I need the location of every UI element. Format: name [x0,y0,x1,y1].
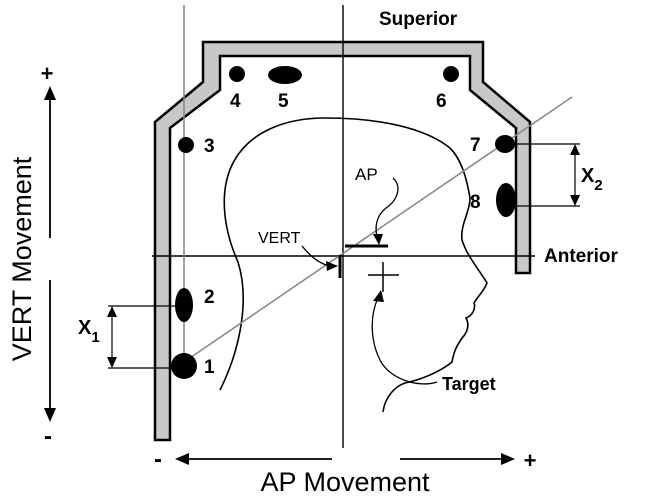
vert-plus-sign: + [41,61,54,86]
ap-minus-sign: - [154,446,162,473]
x1-label: X1 [78,317,100,346]
vert-minus-sign: - [44,423,52,450]
ap-movement-axis-arrow [175,453,515,465]
fiducial-8-marker [496,183,516,217]
ap-plus-sign: + [524,448,537,473]
vert-movement-label: VERT Movement [7,156,37,361]
fiducial-5-marker [268,66,302,84]
fiducial-6-label: 6 [436,91,447,112]
x2-label: X2 [581,165,603,194]
frame [153,40,532,442]
ap-callout-arrow [375,177,399,241]
gray-diagonal-line [183,96,573,363]
ap-movement-label: AP Movement [260,467,430,497]
fiducial-4-marker [229,66,245,82]
target-callout-arrowhead [373,290,384,302]
fiducial-6-marker [443,66,459,82]
ap-marker-label: AP [355,165,378,184]
fiducial-2-label: 2 [204,287,215,308]
fiducial-3-label: 3 [204,136,215,157]
fiducial-1-marker [171,353,197,379]
vert-callout-arrowhead [326,261,338,271]
fiducial-8-label: 8 [470,192,481,213]
head-outline [219,117,488,413]
anterior-label: Anterior [544,246,619,267]
target-callout-arrow [371,297,438,385]
fiducial-1-label: 1 [204,357,215,378]
vert-marker-label: VERT [258,230,301,247]
fiducial-5-label: 5 [278,91,289,112]
ap-callout-arrowhead [373,234,383,245]
x2-dimension [505,143,580,207]
fiducial-4-label: 4 [230,91,241,112]
superior-label: Superior [379,9,458,30]
fiducial-3-marker [178,137,194,153]
target-label: Target [442,374,496,394]
fiducial-7-label: 7 [470,135,481,156]
vert-movement-axis-arrow [44,86,56,422]
target-crosshair [368,262,399,292]
x1-dimension [107,305,184,369]
fiducial-2-marker [175,288,193,322]
